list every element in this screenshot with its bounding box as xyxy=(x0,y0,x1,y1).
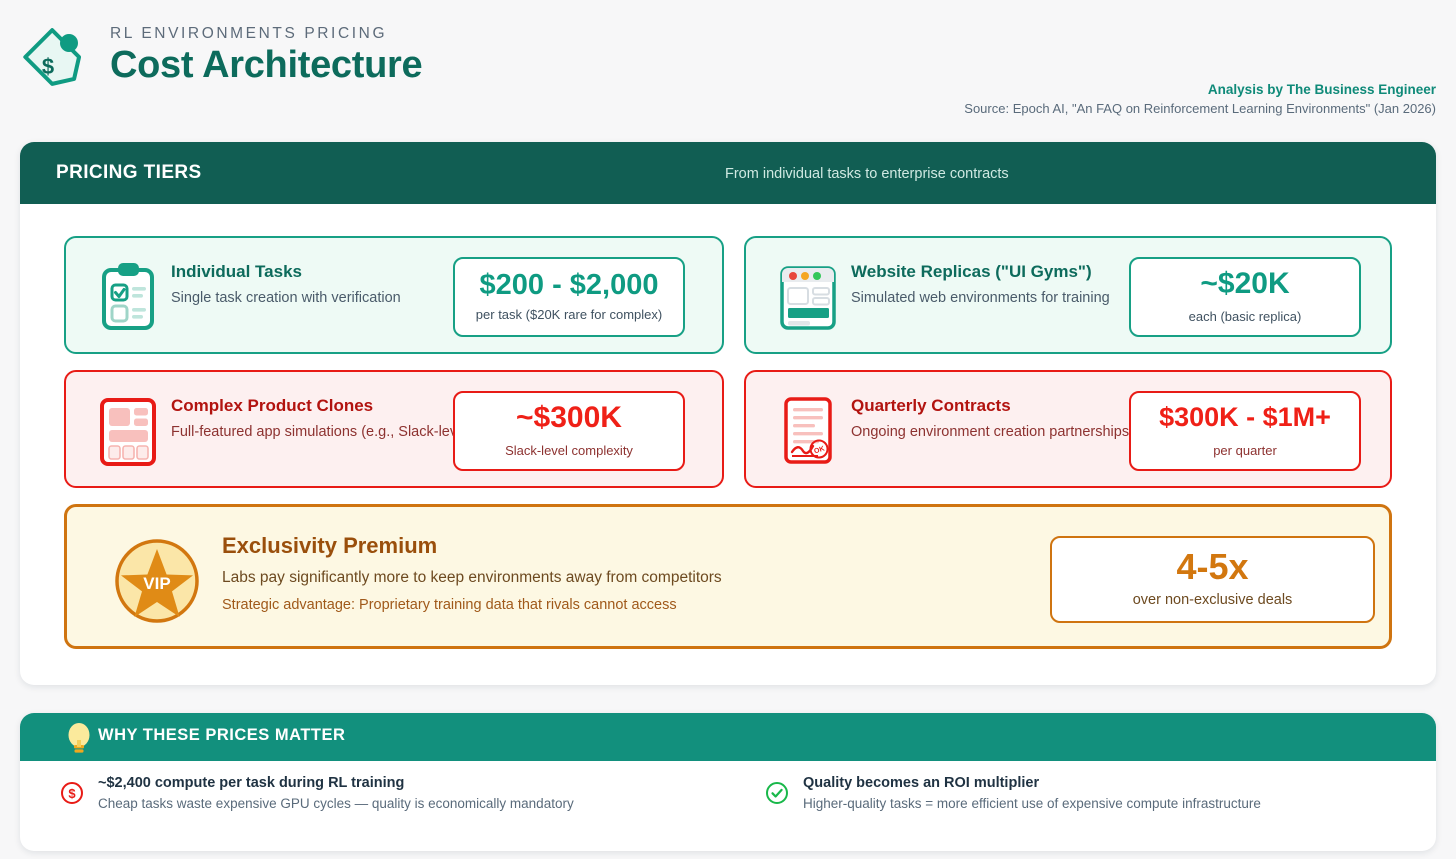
wireframe-layout-icon xyxy=(92,394,164,468)
svg-text:$: $ xyxy=(68,786,76,801)
tier-price-box: $300K - $1M+ per quarter xyxy=(1129,391,1361,471)
pricing-tiers-subtitle: From individual tasks to enterprise cont… xyxy=(725,166,1009,182)
why-panel-title: WHY THESE PRICES MATTER xyxy=(98,726,346,744)
analysis-credit: Analysis by The Business Engineer xyxy=(1207,82,1436,97)
exclusivity-price-box: 4-5x over non-exclusive deals xyxy=(1050,536,1375,623)
why-prices-matter-panel: WHY THESE PRICES MATTER $ ~$2,400 comput… xyxy=(20,713,1436,851)
fact-description: Cheap tasks waste expensive GPU cycles —… xyxy=(98,796,574,811)
tier-name: Complex Product Clones xyxy=(171,396,374,415)
exclusivity-price: 4-5x xyxy=(1176,546,1249,587)
check-circle-icon xyxy=(765,781,789,805)
svg-text:$: $ xyxy=(42,54,54,79)
tier-price-note: per task ($20K rare for complex) xyxy=(475,307,663,322)
tier-price: $300K - $1M+ xyxy=(1159,402,1331,432)
tier-price: $200 - $2,000 xyxy=(479,269,659,301)
exclusivity-strategic-note: Strategic advantage: Proprietary trainin… xyxy=(222,597,677,613)
exclusivity-description: Labs pay significantly more to keep envi… xyxy=(222,569,722,586)
tier-card-quarterly-contracts[interactable]: OK Quarterly Contracts Ongoing environme… xyxy=(744,370,1392,488)
tier-description: Single task creation with verification xyxy=(171,290,401,306)
exclusivity-price-note: over non-exclusive deals xyxy=(1132,592,1293,608)
why-panel-header: WHY THESE PRICES MATTER xyxy=(20,713,1436,761)
header-kicker: RL ENVIRONMENTS PRICING xyxy=(110,25,388,42)
lightbulb-icon xyxy=(64,722,94,754)
browser-window-icon xyxy=(772,260,844,334)
svg-text:VIP: VIP xyxy=(143,574,170,593)
pricing-tiers-header: PRICING TIERS From individual tasks to e… xyxy=(20,142,1436,204)
price-tag-icon: $ xyxy=(14,16,96,98)
dollar-circle-icon: $ xyxy=(60,781,84,805)
tier-price: ~$300K xyxy=(516,401,622,434)
tier-name: Quarterly Contracts xyxy=(851,396,1011,415)
pricing-tiers-title: PRICING TIERS xyxy=(56,162,202,183)
tier-price-note: each (basic replica) xyxy=(1188,309,1302,324)
contract-signature-icon: OK xyxy=(772,394,844,468)
tier-price-box: $200 - $2,000 per task ($20K rare for co… xyxy=(453,257,685,337)
pricing-tiers-panel: PRICING TIERS From individual tasks to e… xyxy=(20,142,1436,685)
tier-description: Full-featured app simulations (e.g., Sla… xyxy=(171,424,474,440)
tier-description: Ongoing environment creation partnership… xyxy=(851,424,1130,440)
tier-name: Website Replicas ("UI Gyms") xyxy=(851,262,1092,281)
page-header: $ RL ENVIRONMENTS PRICING Cost Architect… xyxy=(0,0,1456,130)
tier-card-individual-tasks[interactable]: Individual Tasks Single task creation wi… xyxy=(64,236,724,354)
tier-price-box: ~$300K Slack-level complexity xyxy=(453,391,685,471)
tier-card-complex-product-clones[interactable]: Complex Product Clones Full-featured app… xyxy=(64,370,724,488)
tier-description: Simulated web environments for training xyxy=(851,290,1110,306)
fact-title: ~$2,400 compute per task during RL train… xyxy=(98,775,405,791)
clipboard-checklist-icon xyxy=(92,260,164,334)
tier-name: Individual Tasks xyxy=(171,262,303,281)
tier-price: ~$20K xyxy=(1200,267,1290,300)
exclusivity-title: Exclusivity Premium xyxy=(222,533,438,558)
page-title: Cost Architecture xyxy=(110,44,423,86)
exclusivity-premium-card[interactable]: VIP Exclusivity Premium Labs pay signifi… xyxy=(64,504,1392,649)
fact-description: Higher-quality tasks = more efficient us… xyxy=(803,796,1261,811)
tier-price-box: ~$20K each (basic replica) xyxy=(1129,257,1361,337)
svg-text:OK: OK xyxy=(813,445,825,455)
tier-price-note: per quarter xyxy=(1213,443,1277,458)
vip-star-badge-icon: VIP xyxy=(113,537,201,625)
tier-card-website-replicas[interactable]: Website Replicas ("UI Gyms") Simulated w… xyxy=(744,236,1392,354)
source-citation: Source: Epoch AI, "An FAQ on Reinforceme… xyxy=(964,101,1436,116)
fact-title: Quality becomes an ROI multiplier xyxy=(803,775,1040,791)
tier-price-note: Slack-level complexity xyxy=(505,443,633,458)
